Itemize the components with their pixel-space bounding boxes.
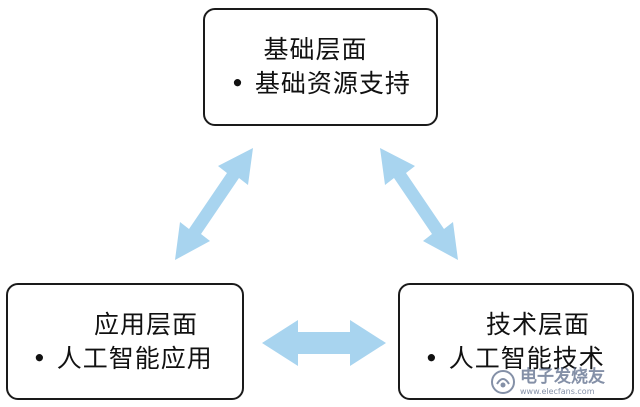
node-application-layer: 应用层面 • 人工智能应用 <box>6 283 244 400</box>
node-title: 基础层面 <box>263 35 368 65</box>
node-title: 应用层面 <box>94 309 199 339</box>
arrow-top-right <box>380 148 458 260</box>
node-bullet: • 基础资源支持 <box>230 69 411 98</box>
watermark-logo-icon <box>491 370 515 394</box>
watermark-url: www.elecfans.com <box>520 386 595 396</box>
arrow-top-left <box>175 148 253 260</box>
node-technology-layer: 技术层面 • 人工智能技术 <box>398 283 634 400</box>
node-bullet: • 人工智能应用 <box>32 343 213 373</box>
node-foundation-layer: 基础层面 • 基础资源支持 <box>203 8 438 126</box>
watermark-name: 电子发烧友 <box>520 366 605 387</box>
arrow-left-right <box>262 320 386 366</box>
node-title: 技术层面 <box>486 309 591 339</box>
node-bullet: • 人工智能技术 <box>424 343 605 373</box>
watermark: 电子发烧友 www.elecfans.com <box>490 362 635 402</box>
